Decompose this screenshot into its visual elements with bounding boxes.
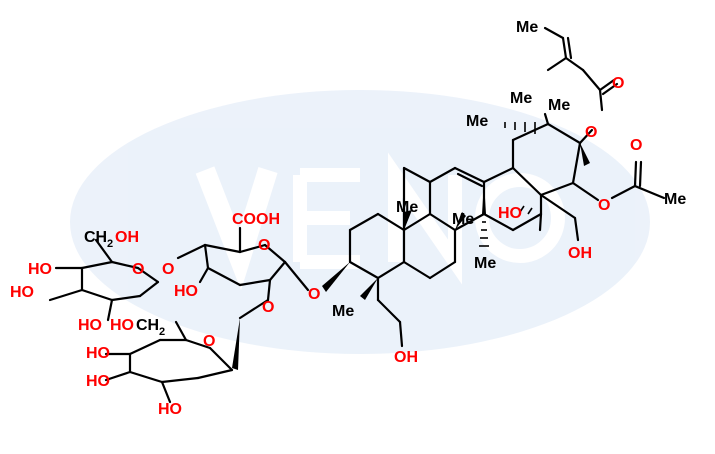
label-me-ring-d: Me <box>452 211 474 228</box>
label-o-acetyl-link: O <box>598 197 610 214</box>
label-o-rha-ring: O <box>203 333 215 350</box>
label-ho-gal-2: HO <box>10 284 34 301</box>
label-ho-rha-3: HO <box>158 401 182 418</box>
label-me-quat: Me <box>548 97 570 114</box>
label-ho-rha-ch: HO <box>110 317 134 334</box>
label-ch2-rha: CH 2 <box>136 317 165 338</box>
label-me-top: Me <box>516 19 538 36</box>
hashed-bonds <box>479 122 536 247</box>
label-ch2oh-c: CH <box>84 229 107 246</box>
label-me-ester: Me <box>510 90 532 107</box>
label-o-glca-rha: O <box>262 299 274 316</box>
label-me-acetyl: Me <box>664 191 686 208</box>
label-me-ring-c: Me <box>396 199 418 216</box>
label-ho-bridge: HO <box>498 205 522 222</box>
label-ch2oh-oh: OH <box>115 229 139 246</box>
label-o-acetyl-carbonyl: O <box>630 137 642 154</box>
label-o-glycoside: O <box>308 286 320 303</box>
label-ch2oh: CH 2 OH <box>84 229 139 250</box>
label-oh-ring-a: OH <box>394 349 418 366</box>
wedge-bonds <box>232 143 590 370</box>
label-ch2-rha-sub: 2 <box>159 326 165 338</box>
label-me-ring-a: Me <box>332 303 354 320</box>
atom-labels: Me Me Me O O Me O O Me HO OH Me Me Me Me… <box>10 19 686 418</box>
label-ho-gal-3: HO <box>78 317 102 334</box>
label-cooh: COOH <box>232 211 280 228</box>
bonds <box>48 26 666 404</box>
watermark-mark <box>195 166 278 291</box>
label-ch2oh-sub: 2 <box>107 238 113 250</box>
label-o-glca-ring: O <box>258 237 270 254</box>
label-ch2-rha-c: CH <box>136 317 159 334</box>
label-ho-rha-1: HO <box>86 345 110 362</box>
label-o-ester-carbonyl: O <box>612 75 624 92</box>
label-ho-rha-2: HO <box>86 373 110 390</box>
label-o-ester-link: O <box>585 124 597 141</box>
label-me-hash-left: Me <box>466 113 488 130</box>
label-ho-gal-1: HO <box>28 261 52 278</box>
watermark-letter-o <box>475 173 565 263</box>
label-oh-ch2: OH <box>568 245 592 262</box>
watermark-logo <box>70 90 650 354</box>
label-o-glca-gal: O <box>162 261 174 278</box>
watermark-letter-n <box>388 152 462 285</box>
label-o-gal-ring: O <box>132 261 144 278</box>
label-ho-glca: HO <box>174 283 198 300</box>
watermark-letter-e <box>293 168 360 269</box>
label-me-ring-c-hash: Me <box>474 255 496 272</box>
watermark-ellipse <box>70 90 650 354</box>
